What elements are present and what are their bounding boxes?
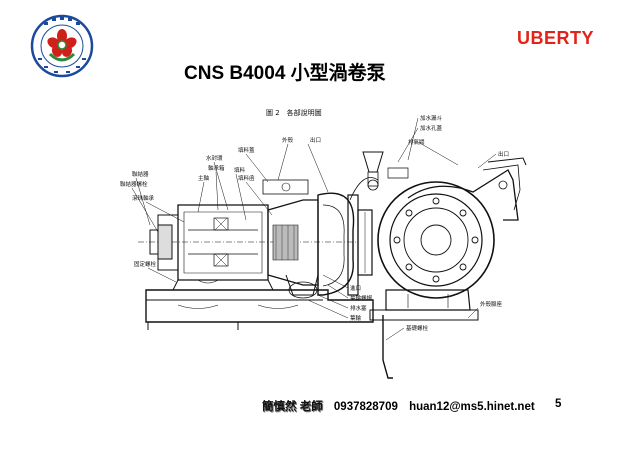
label-impeller-nut: 葉輪螺帽 <box>350 294 373 302</box>
label-inlet: 進口 <box>350 284 361 292</box>
label-seal-cover: 加水孔蓋 <box>420 124 443 132</box>
label-foundation-bolt: 固定螺栓 <box>134 260 157 268</box>
label-coupling: 聯結器 <box>132 170 149 178</box>
label-seal-oil-cup: 加水漏斗 <box>420 114 443 122</box>
label-outlet-mid: 出口 <box>310 136 321 144</box>
footer-contact: 簡慎然 老師 0937828709 huan12@ms5.hinet.net <box>262 398 543 414</box>
label-impeller: 葉輪 <box>350 314 362 322</box>
label-drain-plug: 排水塞 <box>350 304 367 312</box>
footer-author: 簡慎然 老師 <box>262 401 323 413</box>
label-casing: 外殼 <box>282 136 294 144</box>
label-casing-foot: 外殼腳座 <box>480 300 503 308</box>
label-lantern-ring: 水封環 <box>206 154 223 162</box>
label-exhaust-valve: 排氣閥 <box>408 138 425 146</box>
footer-phone: 0937828709 <box>333 401 398 413</box>
page-number: 5 <box>555 398 562 410</box>
label-packing-gland: 填料蓋 <box>238 146 255 154</box>
label-packing-box: 填料函 <box>238 174 255 182</box>
label-bearing: 滾珠軸承 <box>132 194 155 202</box>
label-coupling-bolt: 聯結器螺栓 <box>120 180 148 188</box>
footer-email: huan12@ms5.hinet.net <box>409 401 535 413</box>
slide-title: CNS B4004 小型渦卷泵 <box>184 63 386 84</box>
label-packing: 填料 <box>234 166 246 174</box>
pump-technical-drawing: 圖 2 各部說明圖 <box>120 108 527 379</box>
label-base-bolt: 基礎螺栓 <box>406 324 429 332</box>
label-bearing-housing: 軸承箱 <box>208 164 225 172</box>
brand-name: UBERTY <box>516 28 594 48</box>
label-shaft: 主軸 <box>198 174 210 182</box>
university-seal-logo <box>30 14 94 78</box>
label-outlet-top: 出口 <box>498 150 509 158</box>
drawing-caption: 圖 2 各部說明圖 <box>266 108 322 117</box>
